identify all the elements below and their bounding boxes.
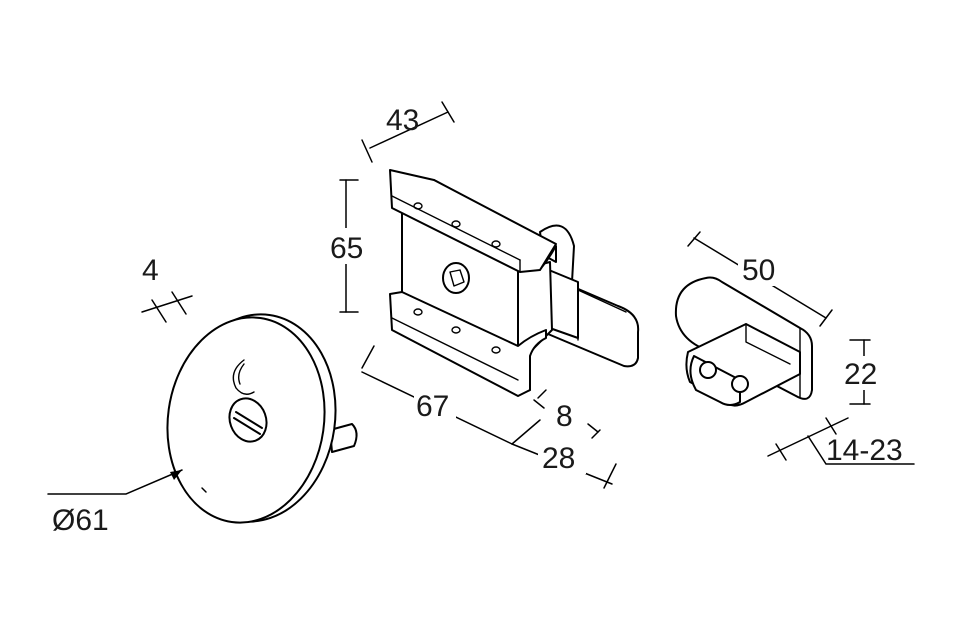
keeper-hole-1	[699, 361, 717, 379]
dim-label-43: 43	[386, 104, 419, 137]
dim-label-diameter: Ø61	[52, 504, 109, 537]
dim-rosette-thickness: 4	[141, 254, 193, 323]
lock-body	[389, 169, 640, 397]
dim-lock-depth: 43	[361, 101, 455, 163]
dim-label-50: 50	[742, 254, 775, 287]
dim-label-28: 28	[542, 442, 575, 475]
dim-lock-height: 65	[328, 179, 368, 313]
dim-keeper-length: 50	[687, 231, 833, 327]
dim-label-8: 8	[556, 400, 573, 433]
dim-label-14-23: 14-23	[826, 434, 903, 467]
dim-rosette-diameter: Ø61	[47, 469, 207, 537]
keeper-hole-2	[731, 375, 749, 393]
dim-label-67: 67	[416, 390, 449, 423]
indicator-crescent-icon	[232, 359, 255, 395]
rosette	[166, 313, 358, 524]
dim-bolt-thickness: 8	[533, 389, 601, 439]
dim-label-4: 4	[142, 254, 159, 287]
slot-icon	[235, 411, 263, 429]
dim-door-thickness: 14-23	[767, 417, 915, 467]
spindle-square-icon	[449, 269, 465, 287]
spindle-hole	[442, 262, 470, 294]
keeper	[674, 276, 813, 407]
dim-lock-width: 67	[361, 345, 513, 445]
dim-label-22: 22	[844, 358, 877, 391]
dim-keeper-height: 22	[842, 339, 886, 405]
lock-bottom-flange	[389, 291, 547, 397]
dim-label-65: 65	[330, 232, 363, 265]
dim-bolt-throw: 28	[511, 419, 617, 489]
rosette-spindle	[329, 423, 358, 453]
